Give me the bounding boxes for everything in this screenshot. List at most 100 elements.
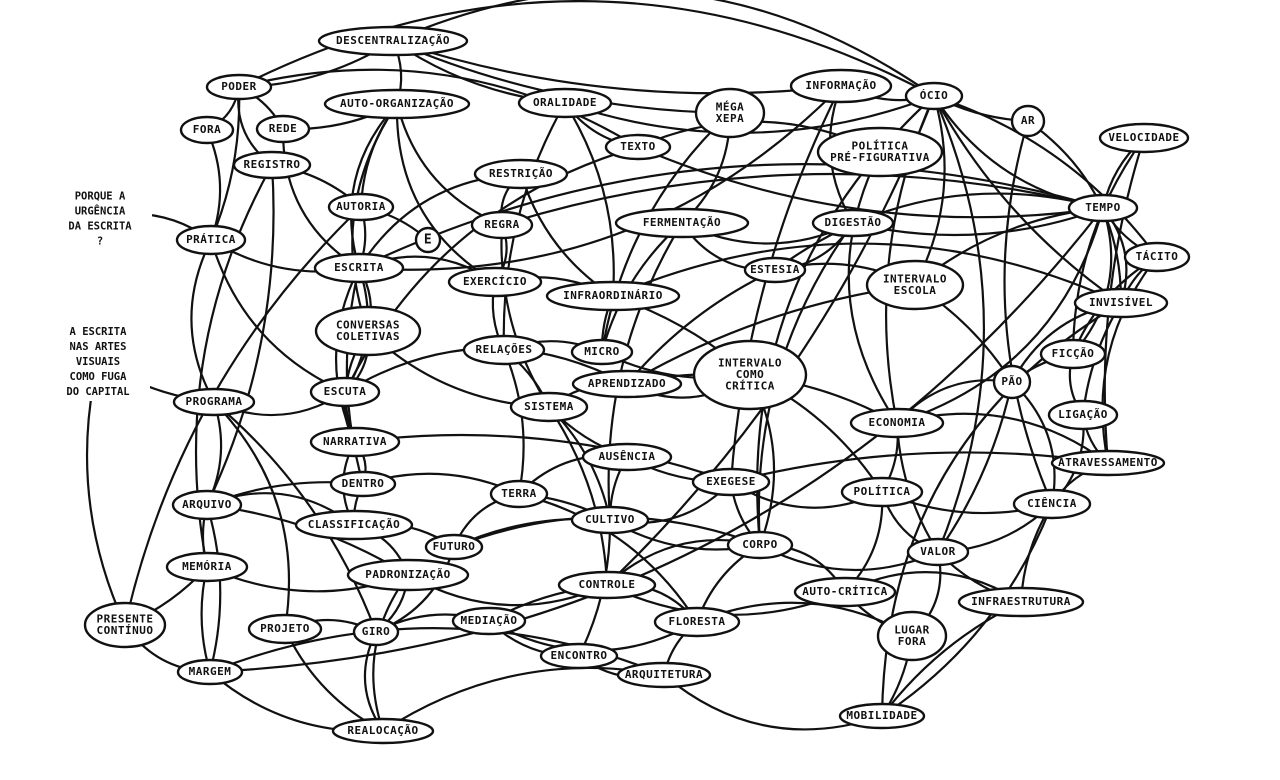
node-label: FERMENTAÇÃO — [643, 216, 721, 229]
node-pao: PÃO — [992, 364, 1032, 400]
node-outline — [1050, 449, 1166, 477]
edge-ocio-to-invisivel — [932, 94, 1123, 305]
edge-descentralizacao-to-informacao — [391, 39, 843, 95]
node-texto: TEXTO — [604, 133, 672, 161]
edge-programa-to-projeto — [212, 400, 291, 631]
node-label: FICÇÃO — [1052, 347, 1095, 360]
node-label: FUTURO — [433, 540, 476, 553]
edge-terra-to-floresta — [517, 492, 699, 624]
node-label: ESTESIA — [750, 263, 800, 276]
node-outline — [314, 305, 422, 357]
node-outline — [992, 364, 1032, 400]
node-outline — [849, 407, 945, 439]
node-outline — [424, 533, 484, 561]
node-narrativa: NARRATIVA — [309, 426, 401, 458]
edge-programa-to-arquivo — [205, 400, 223, 507]
node-label: MARGEM — [189, 665, 232, 678]
node-label: CONTÍNUO — [97, 624, 154, 637]
node-outline — [1073, 287, 1169, 319]
node-exercicio: EXERCÍCIO — [447, 266, 543, 298]
node-label: ESCUTA — [324, 385, 367, 398]
node-label: INVISÍVEL — [1089, 296, 1153, 309]
node-outline — [205, 73, 273, 101]
note-line: COMO FUGA — [70, 371, 128, 383]
node-realocacao: REALOCAÇÃO — [331, 717, 435, 745]
node-outline — [447, 266, 543, 298]
node-tacito: TÁCITO — [1123, 241, 1191, 273]
node-outline — [172, 387, 256, 417]
node-outline — [1047, 399, 1119, 431]
edge-ocio-to-intervalo-escola — [913, 94, 946, 287]
note-line: DO CAPITAL — [66, 386, 129, 398]
edge-programa-to-giro — [212, 400, 378, 634]
node-label: XEPA — [716, 112, 745, 125]
node-valor: VALOR — [906, 537, 970, 567]
node-outline — [331, 717, 435, 745]
edge-poder-to-texto — [237, 68, 640, 149]
node-label: FORA — [898, 635, 927, 648]
node-oralidade: ORALIDADE — [517, 87, 613, 119]
node-outline — [616, 661, 712, 689]
node-label: FORA — [193, 123, 222, 136]
node-outline — [906, 537, 970, 567]
node-label: PÃO — [1001, 375, 1022, 388]
edge-infraordinario-to-invisivel — [611, 242, 1123, 305]
node-outline — [462, 334, 546, 366]
node-outline — [352, 617, 400, 647]
node-arquitetura: ARQUITETURA — [616, 661, 712, 689]
node-mobilidade: MOBILIDADE — [838, 702, 926, 730]
node-outline — [175, 224, 247, 256]
node-outline — [309, 376, 381, 408]
node-floresta: FLORESTA — [653, 606, 741, 638]
edge-tempo-to-estesia — [773, 192, 1105, 272]
edge-narrativa-to-exegese — [353, 433, 733, 484]
node-fermentacao: FERMENTAÇÃO — [614, 207, 750, 239]
node-aprendizado: APRENDIZADO — [571, 369, 683, 399]
node-ar: AR — [1010, 104, 1046, 138]
node-outline — [570, 338, 634, 366]
node-outline — [581, 442, 673, 472]
node-relacoes: RELAÇÕES — [462, 334, 546, 366]
node-label: MEMÓRIA — [182, 560, 232, 573]
node-label: APRENDIZADO — [588, 377, 666, 390]
node-regra: REGRA — [470, 210, 534, 240]
node-outline — [691, 467, 771, 497]
node-tempo: TEMPO — [1067, 193, 1139, 223]
edge-ocio-to-valor — [932, 94, 985, 554]
node-label: ECONOMIA — [869, 416, 926, 429]
node-ciencia: CIÊNCIA — [1012, 488, 1092, 520]
node-outline — [653, 606, 741, 638]
note-line: NAS ARTES — [70, 341, 127, 353]
node-outline — [165, 551, 249, 583]
node-projeto: PROJETO — [247, 613, 323, 645]
node-outline — [1010, 104, 1046, 138]
node-programa: PROGRAMA — [172, 387, 256, 417]
node-label: CLASSIFICAÇÃO — [308, 518, 401, 531]
node-label: CORPO — [742, 538, 778, 551]
node-label: PRESENTE — [97, 612, 154, 625]
node-outline — [570, 505, 650, 535]
node-label: POLÍTICA — [854, 485, 911, 498]
edge-ar-to-ciencia — [1003, 119, 1054, 506]
node-arquivo: ARQUIVO — [171, 489, 243, 521]
edge-regra-to-sistema — [500, 223, 551, 409]
node-micro: MICRO — [570, 338, 634, 366]
node-outline — [726, 530, 794, 560]
node-label: PRÉ-FIGURATIVA — [830, 151, 930, 164]
node-estesia: ESTESIA — [743, 256, 807, 284]
node-label: MÉGA — [716, 100, 745, 113]
node-label: INTERVALO — [718, 357, 782, 370]
node-rede: REDE — [255, 114, 311, 144]
node-outline — [313, 252, 405, 284]
node-economia: ECONOMIA — [849, 407, 945, 439]
node-outline — [876, 610, 948, 662]
edge-sistema-to-controle — [547, 405, 609, 587]
node-outline — [694, 87, 766, 139]
node-outline — [329, 470, 397, 498]
node-terra: TERRA — [489, 479, 549, 509]
